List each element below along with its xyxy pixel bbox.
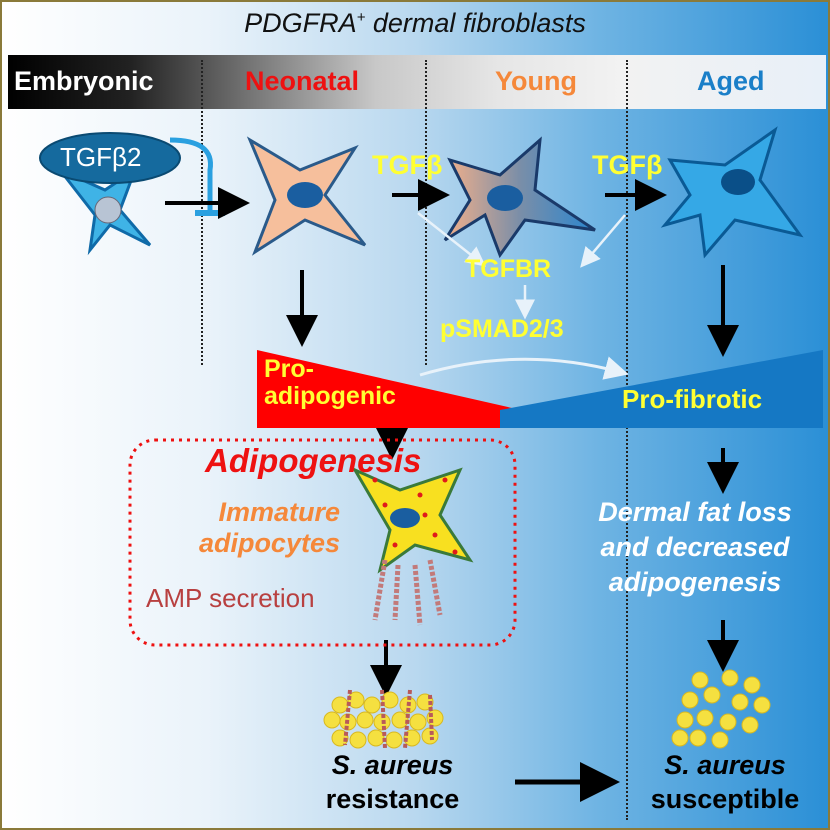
amp-chains-icon	[372, 559, 443, 626]
amp-secretion-label: AMP secretion	[146, 583, 315, 613]
tgfbr-label: TGFBR	[465, 255, 552, 283]
fat-cluster-aged-icon	[671, 669, 771, 749]
aged-fibroblast-icon	[660, 126, 804, 259]
pro-fibrotic-label: Pro-fibrotic	[622, 384, 763, 414]
adipogenesis-heading: Adipogenesis	[205, 442, 422, 479]
pro-fibrotic-wedge	[500, 350, 823, 428]
pro-adipogenic-label: Pro-adipogenic	[264, 355, 396, 410]
developmental-stage-bar	[8, 55, 826, 109]
tgfb2-ellipse	[39, 132, 181, 184]
psmad-label: pSMAD2/3	[440, 315, 564, 343]
stage-label-neonatal: Neonatal	[245, 66, 360, 96]
stage-divider-3	[626, 60, 628, 820]
immature-adipocyte-icon	[351, 466, 474, 574]
stage-label-embryonic: Embryonic	[14, 66, 154, 96]
young-fibroblast-icon	[443, 136, 596, 259]
stage-divider-2	[425, 60, 427, 365]
tgfb2-label: TGFβ2	[60, 142, 142, 172]
stage-label-aged: Aged	[697, 66, 765, 96]
inhibition-line	[169, 137, 213, 212]
tgfb-label-young: TGFβ	[372, 150, 443, 180]
tgfb-label-aged: TGFβ	[592, 150, 663, 180]
neonatal-fibroblast-icon	[246, 136, 367, 256]
stage-label-young: Young	[495, 66, 577, 96]
figure-title: PDGFRA+ dermal fibroblasts	[244, 8, 586, 38]
